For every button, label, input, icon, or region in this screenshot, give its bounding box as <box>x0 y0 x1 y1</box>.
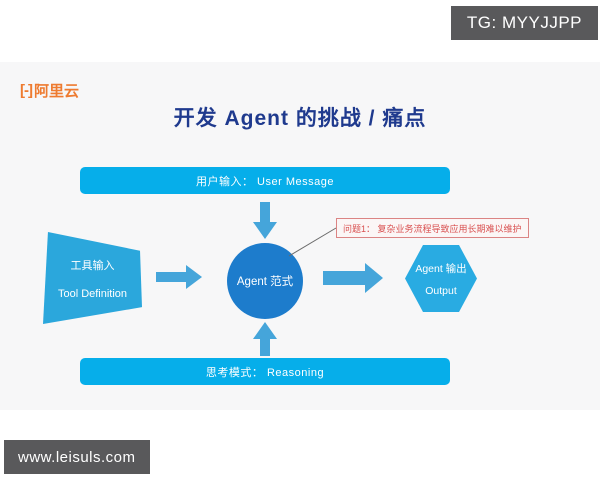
reasoning-bar: 思考模式： Reasoning <box>80 358 450 385</box>
agent-paradigm-node: Agent 范式 <box>227 243 303 319</box>
agent-output-label-cn: Agent 输出 <box>415 262 467 275</box>
presentation-slide: [-] 阿里云 开发 Agent 的挑战 / 痛点 用户输入： User Mes… <box>0 62 600 410</box>
user-input-bar-label: 用户输入： User Message <box>196 175 334 188</box>
slide-title: 开发 Agent 的挑战 / 痛点 <box>173 107 427 130</box>
arrow-down-icon <box>253 202 277 239</box>
alibaba-cloud-logo: [-] 阿里云 <box>20 80 79 101</box>
reasoning-bar-label: 思考模式： Reasoning <box>205 366 325 379</box>
telegram-watermark-text: TG: MYYJJPP <box>466 13 582 32</box>
problem-annotation: 问题1： 复杂业务流程导致应用长期难以维护 <box>336 218 529 238</box>
agent-paradigm-label: Agent 范式 <box>236 276 294 288</box>
tool-input-label-en: Tool Definition <box>57 287 128 300</box>
website-watermark-badge: www.leisuls.com <box>4 440 150 474</box>
agent-output-label-en: Output <box>425 284 457 297</box>
arrow-up-icon <box>253 322 277 356</box>
website-watermark-text: www.leisuls.com <box>18 448 136 466</box>
problem-annotation-text: 问题1： 复杂业务流程导致应用长期难以维护 <box>343 223 522 234</box>
agent-output-shape: Agent 输出 Output <box>405 245 477 312</box>
arrow-right-icon <box>156 265 202 289</box>
tool-input-label-cn: 工具输入 <box>70 259 115 272</box>
arrow-right-icon <box>323 263 383 293</box>
tool-input-shape: 工具输入 Tool Definition <box>43 231 142 325</box>
user-input-bar: 用户输入： User Message <box>80 167 450 194</box>
alibaba-cloud-logo-icon: [-] <box>20 82 33 99</box>
telegram-watermark-badge: TG: MYYJJPP <box>450 6 598 40</box>
alibaba-cloud-logo-text: 阿里云 <box>34 83 80 100</box>
